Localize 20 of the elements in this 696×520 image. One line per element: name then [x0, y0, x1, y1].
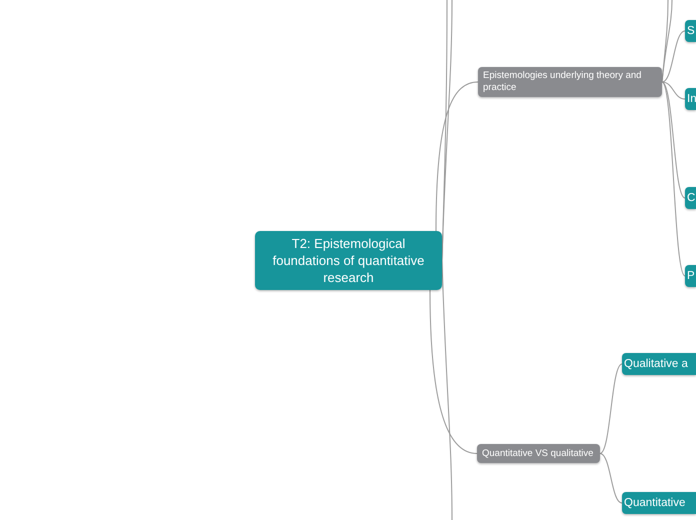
- topic-box: C: [685, 187, 696, 209]
- connector-line: [600, 453, 622, 504]
- connector-line: [600, 364, 622, 454]
- topic-box: P: [685, 265, 696, 287]
- connector-line: [442, 260, 452, 520]
- connector-line: [662, 0, 672, 82]
- topic-box: In: [685, 88, 696, 110]
- connector-line: [662, 82, 686, 100]
- subtopic-box: Quantitative VS qualitative: [477, 444, 600, 463]
- connector-line: [662, 30, 686, 82]
- topic-box: Quantitative: [622, 492, 696, 514]
- central-topic-box: T2: Epistemological foundations of quantitative research: [255, 231, 442, 290]
- connector-line: [662, 82, 686, 198]
- connector-line: [662, 82, 686, 276]
- connector-line: [436, 82, 478, 232]
- topic-box: S: [685, 20, 696, 42]
- connector-line: [430, 290, 478, 454]
- topic-box: Qualitative a: [622, 353, 696, 375]
- subtopic-box: Epistemologies underlying theory and practice: [478, 67, 662, 97]
- connector-line: [442, 0, 452, 261]
